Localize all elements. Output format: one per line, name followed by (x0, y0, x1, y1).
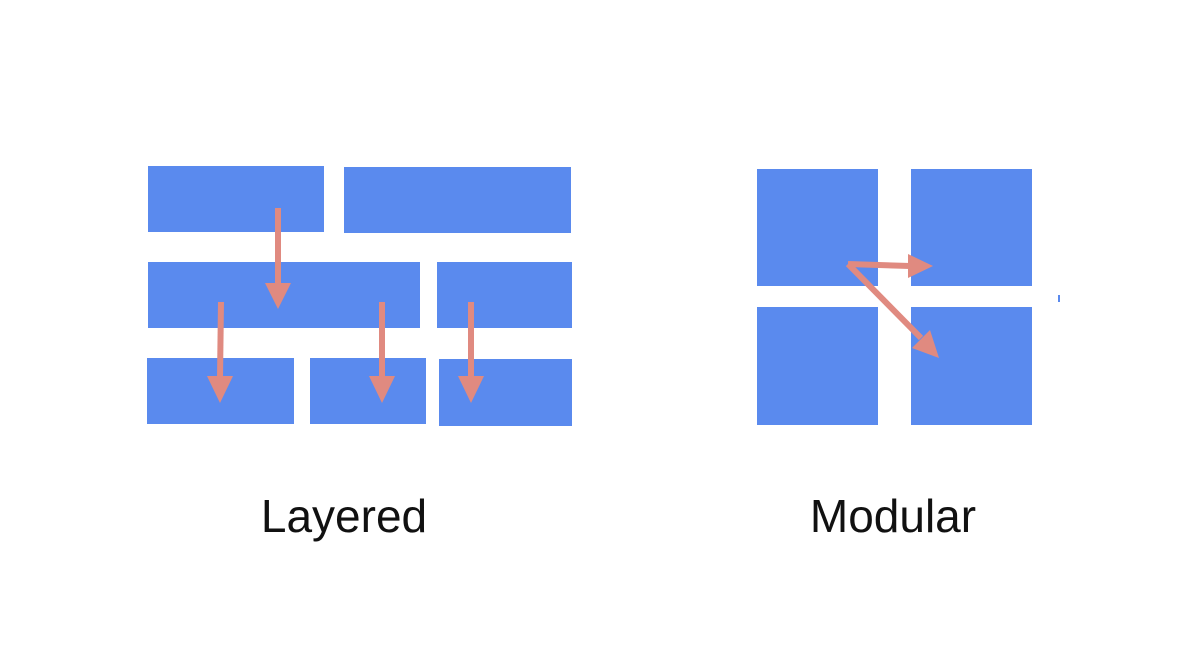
layered-block-middle-right (437, 262, 572, 328)
modular-label: Modular (809, 490, 977, 542)
layered-block-top-right (344, 167, 571, 233)
modular-diagram (757, 169, 1060, 425)
modular-arrow-diagonal (845, 261, 939, 358)
stray-mark (1058, 295, 1060, 302)
layered-label: Layered (260, 490, 428, 542)
modular-block-bottom-right (911, 307, 1032, 425)
layered-block-top-left (148, 166, 324, 232)
modular-block-top-left (757, 169, 878, 286)
layered-diagram (147, 166, 572, 426)
layered-arrow-3 (369, 302, 395, 403)
layered-block-bottom-right (439, 359, 572, 426)
layered-block-bottom-center (310, 358, 426, 424)
layered-arrow-4 (458, 302, 484, 403)
modular-block-bottom-left (757, 307, 878, 425)
layered-arrow-2 (207, 301, 233, 403)
layered-arrow-1 (265, 208, 291, 309)
modular-block-top-right (911, 169, 1032, 286)
modular-arrow-right (847, 254, 933, 278)
